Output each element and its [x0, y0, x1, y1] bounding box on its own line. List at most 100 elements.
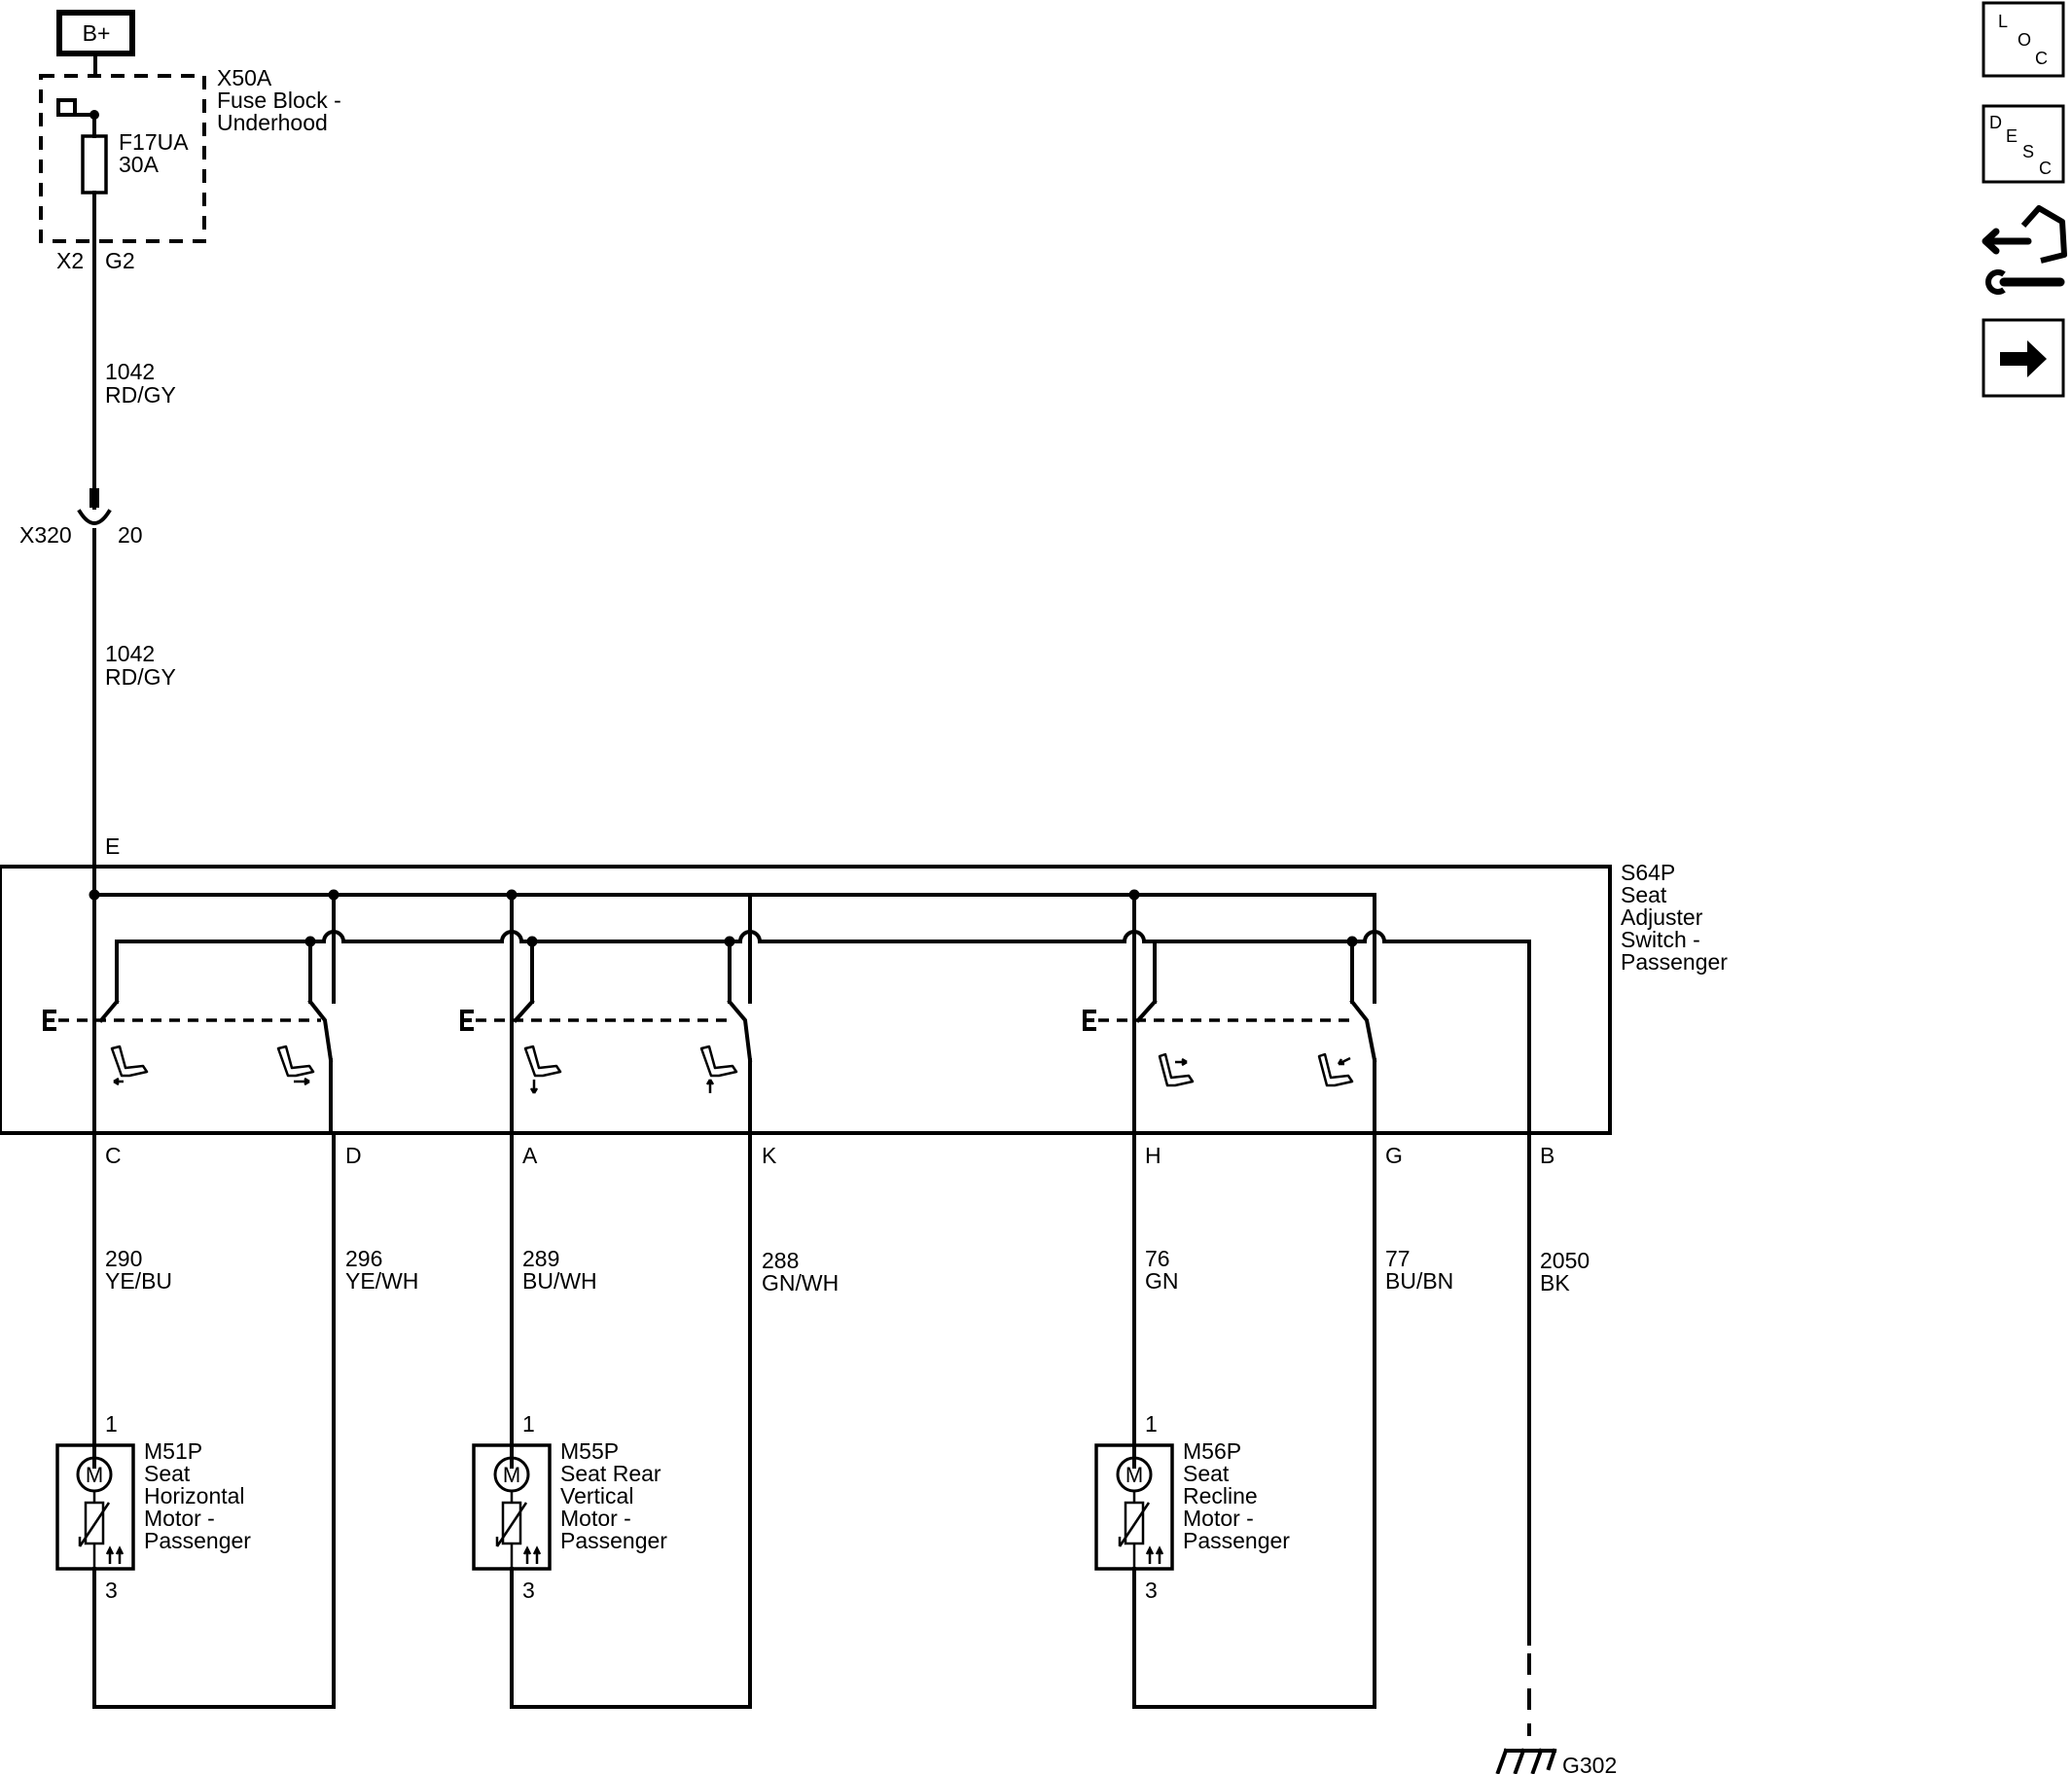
wire-296: 296 YE/WH [345, 1246, 418, 1294]
svg-text:1: 1 [105, 1411, 118, 1437]
switch-pin-k: K [762, 1143, 777, 1168]
svg-text:M: M [86, 1463, 103, 1487]
svg-text:Vertical: Vertical [560, 1483, 633, 1508]
svg-text:M51P: M51P [144, 1438, 202, 1464]
switch-name-1: Seat [1621, 882, 1667, 907]
switch-id: S64P [1621, 860, 1675, 885]
svg-text:YE/WH: YE/WH [345, 1268, 418, 1294]
svg-text:Seat Rear: Seat Rear [560, 1461, 661, 1486]
svg-text:M: M [1125, 1463, 1143, 1487]
fuse-pin: G2 [105, 248, 135, 273]
fuse-block: X50A Fuse Block - Underhood F17UA 30A X2… [39, 65, 341, 273]
svg-text:Seat: Seat [1183, 1461, 1230, 1486]
inline-connector-x320: X320 20 [19, 488, 143, 548]
power-label: B+ [83, 20, 111, 46]
seat-forward-icon [110, 1045, 149, 1086]
seat-recline-back-icon [1158, 1052, 1195, 1087]
switch-pin-b: B [1540, 1143, 1554, 1168]
switch-pin-g: G [1385, 1143, 1403, 1168]
svg-text:RD/GY: RD/GY [105, 382, 176, 408]
seat-adjuster-switch: S64P Seat Adjuster Switch - Passenger [0, 860, 1728, 1135]
fuse-block-id: X50A [217, 65, 272, 90]
svg-text:BU/BN: BU/BN [1385, 1268, 1453, 1294]
connector-x320-pin: 20 [118, 522, 143, 548]
seat-recline-forward-icon [1317, 1052, 1354, 1087]
fuse-rating: 30A [119, 152, 160, 177]
svg-text:BU/WH: BU/WH [522, 1268, 597, 1294]
svg-text:Recline: Recline [1183, 1483, 1258, 1508]
svg-text:Passenger: Passenger [560, 1528, 667, 1553]
wire-77: 77 BU/BN [1385, 1246, 1453, 1294]
motor-m56p: 1 M 3 M56P Seat Recline Motor - Passenge… [1094, 1411, 1376, 1709]
motor-m55p: 1 M 3 M55P Seat Rear Vertical Motor - Pa… [472, 1411, 752, 1709]
svg-text:Motor -: Motor - [1183, 1506, 1254, 1531]
svg-text:M55P: M55P [560, 1438, 619, 1464]
connector-x320-id: X320 [19, 522, 72, 548]
wire-2050: 2050 BK [1540, 1248, 1590, 1295]
arrow-right-icon [2000, 340, 2047, 377]
svg-text:C: C [2039, 159, 2052, 178]
svg-text:1042: 1042 [105, 641, 155, 666]
description-button[interactable]: D E S C [1982, 104, 2065, 184]
svg-text:Passenger: Passenger [144, 1528, 251, 1553]
switch-name-3: Switch - [1621, 927, 1700, 952]
wire-288: 288 GN/WH [762, 1248, 839, 1295]
svg-text:S: S [2022, 142, 2034, 161]
svg-text:GN: GN [1145, 1268, 1179, 1294]
wire-1042-upper: 1042 RD/GY [105, 359, 176, 408]
svg-text:Motor -: Motor - [560, 1506, 631, 1531]
location-button[interactable]: L O C [1982, 1, 2065, 78]
svg-text:L: L [1998, 12, 2008, 31]
svg-text:BK: BK [1540, 1270, 1570, 1295]
ground-id: G302 [1562, 1753, 1617, 1774]
svg-text:288: 288 [762, 1248, 799, 1273]
svg-text:3: 3 [105, 1578, 118, 1603]
switch-pin-c: C [105, 1143, 122, 1168]
wire-289: 289 BU/WH [522, 1246, 597, 1294]
switch-name-4: Passenger [1621, 949, 1728, 975]
switch-pin-e: E [105, 834, 120, 859]
connector-wrench-icon[interactable] [1982, 205, 2067, 295]
wire-290: 290 YE/BU [105, 1246, 172, 1294]
svg-text:2050: 2050 [1540, 1248, 1590, 1273]
svg-text:C: C [2035, 49, 2048, 68]
switch-contacts [43, 999, 1377, 1135]
svg-text:77: 77 [1385, 1246, 1411, 1271]
svg-text:3: 3 [522, 1578, 535, 1603]
svg-text:M: M [503, 1463, 520, 1487]
motor-m51p: 1 M 3 M51P Seat Horizontal Motor - Passe… [55, 1411, 336, 1709]
seat-up-icon [699, 1045, 738, 1093]
switch-name-2: Adjuster [1621, 905, 1703, 930]
seat-rearward-icon [276, 1045, 315, 1086]
fuse-block-name-1: Fuse Block - [217, 88, 341, 113]
svg-text:3: 3 [1145, 1578, 1158, 1603]
switch-pin-a: A [522, 1143, 538, 1168]
wire-76: 76 GN [1145, 1246, 1179, 1294]
next-page-button[interactable] [1982, 318, 2065, 398]
svg-text:Seat: Seat [144, 1461, 191, 1486]
svg-text:E: E [2006, 126, 2018, 146]
wire-1042-lower: 1042 RD/GY [105, 641, 176, 690]
ground-g302: G302 [1495, 1748, 1617, 1774]
svg-text:O: O [2018, 30, 2031, 50]
svg-text:Horizontal: Horizontal [144, 1483, 245, 1508]
svg-text:1: 1 [522, 1411, 535, 1437]
svg-text:296: 296 [345, 1246, 382, 1271]
power-source: B+ [56, 10, 135, 56]
svg-text:Passenger: Passenger [1183, 1528, 1290, 1553]
fuse-connector: X2 [56, 248, 84, 273]
svg-text:YE/BU: YE/BU [105, 1268, 172, 1294]
seat-down-icon [523, 1045, 562, 1094]
svg-text:M56P: M56P [1183, 1438, 1241, 1464]
svg-text:GN/WH: GN/WH [762, 1270, 839, 1295]
svg-text:1042: 1042 [105, 359, 155, 384]
fuse-id: F17UA [119, 129, 189, 155]
svg-text:RD/GY: RD/GY [105, 664, 176, 690]
svg-text:76: 76 [1145, 1246, 1170, 1271]
svg-text:1: 1 [1145, 1411, 1158, 1437]
svg-text:290: 290 [105, 1246, 142, 1271]
svg-text:D: D [1989, 113, 2002, 132]
switch-pin-h: H [1145, 1143, 1161, 1168]
svg-text:289: 289 [522, 1246, 559, 1271]
